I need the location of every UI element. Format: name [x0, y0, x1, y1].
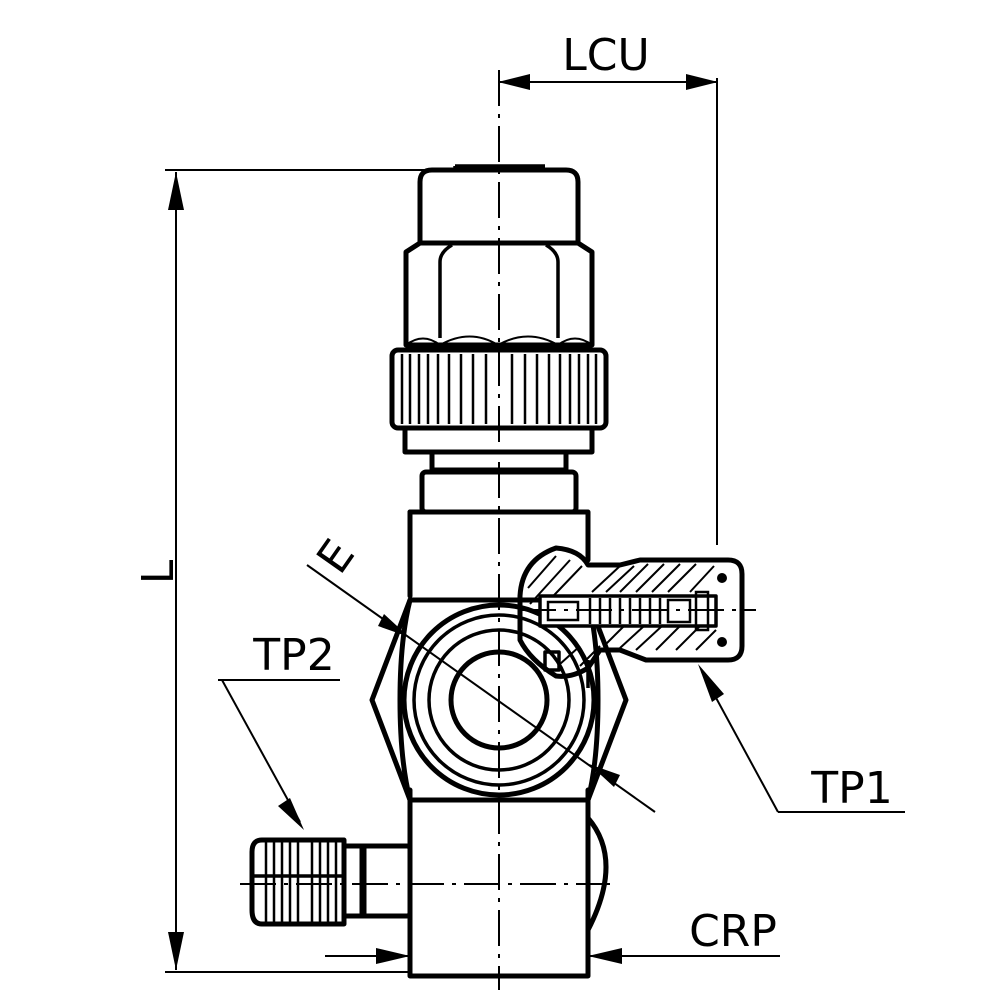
tp2-knurl [264, 842, 338, 922]
label-tp2: TP2 [252, 630, 334, 681]
label-lcu: LCU [562, 30, 649, 81]
label-crp: CRP [689, 906, 777, 957]
dimension-lcu: LCU [498, 30, 718, 545]
valve-body [249, 164, 609, 979]
leader-tp2: TP2 [218, 630, 340, 830]
dimension-crp: CRP [325, 906, 780, 964]
dimension-e: E [306, 531, 656, 813]
leader-tp1: TP1 [698, 664, 905, 814]
dimension-l: L [133, 169, 430, 973]
label-tp1: TP1 [810, 763, 892, 814]
center-lines [240, 70, 756, 990]
knurl-lines [400, 354, 598, 424]
label-l: L [133, 559, 184, 584]
label-e: E [307, 531, 365, 583]
